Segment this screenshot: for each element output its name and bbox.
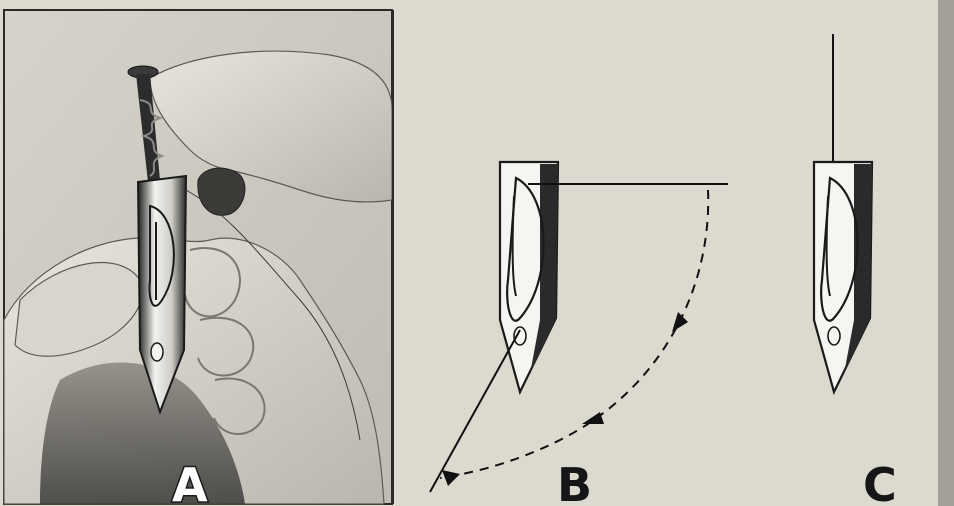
bobbin-case-a-eye — [151, 343, 163, 361]
bobbin-case-c-eye — [828, 327, 840, 345]
panel-label-a: A — [172, 462, 208, 506]
page-edge-shadow — [938, 0, 954, 506]
panel-a — [4, 10, 392, 504]
panel-label-b: B — [557, 462, 592, 506]
panel-label-c: C — [863, 462, 897, 506]
